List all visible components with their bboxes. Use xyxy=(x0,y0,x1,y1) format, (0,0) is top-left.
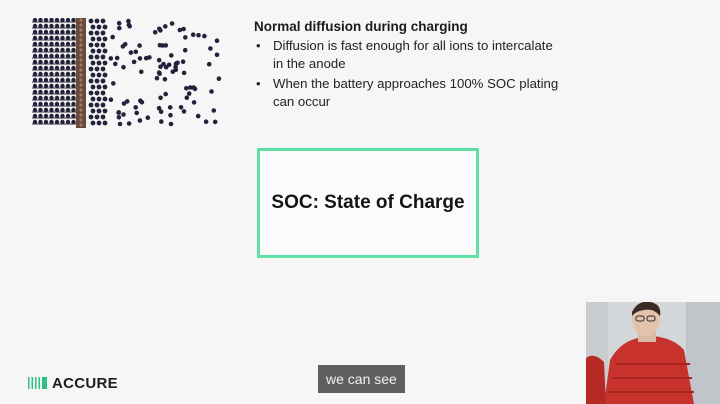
accure-logo: ACCURE xyxy=(28,374,118,392)
callout-text: SOC: State of Charge xyxy=(271,192,465,213)
logo-text: ACCURE xyxy=(52,374,118,392)
definition-callout-box: SOC: State of Charge xyxy=(257,148,479,258)
ion-diffusion-diagram xyxy=(32,18,222,128)
bullet-list: • Diffusion is fast enough for all ions … xyxy=(254,37,564,113)
presenter-webcam xyxy=(586,302,720,404)
bullet-item: • Diffusion is fast enough for all ions … xyxy=(254,37,564,73)
bullet-text: When the battery approaches 100% SOC pla… xyxy=(273,76,559,109)
accure-logo-icon xyxy=(28,377,47,389)
bullet-dot: • xyxy=(256,76,261,91)
slide-heading: Normal diffusion during charging xyxy=(254,19,468,34)
bullet-text: Diffusion is fast enough for all ions to… xyxy=(273,38,553,71)
bullet-dot: • xyxy=(256,38,261,53)
video-caption: we can see xyxy=(318,365,405,393)
bullet-item: • When the battery approaches 100% SOC p… xyxy=(254,75,564,111)
